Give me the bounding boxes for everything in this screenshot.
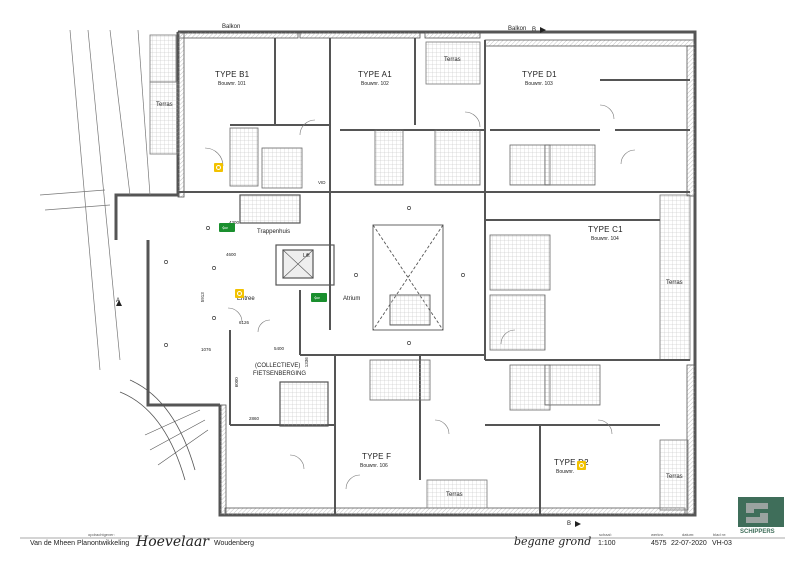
room-bouwnr-d2: Bouwnr. xyxy=(556,469,575,475)
drawing-name: begane grond xyxy=(514,535,592,548)
project-place: Woudenberg xyxy=(214,540,254,547)
dimension-1336: 1336 xyxy=(303,357,309,368)
label-section-b-bottom: B xyxy=(567,521,572,527)
label-vid: VID xyxy=(318,180,326,185)
room-title-f: TYPE F xyxy=(362,452,392,461)
room-bouwnr-f: Bouwnr. 106 xyxy=(360,463,388,469)
marker-icon xyxy=(214,163,223,172)
label-trappenhuis: Trappenhuis xyxy=(257,229,291,235)
project-name: Hoevelaar xyxy=(136,534,209,550)
label-balkon-left: Balkon xyxy=(222,24,241,30)
wall-hatch xyxy=(177,31,696,516)
room-title-a1: TYPE A1 xyxy=(358,70,392,79)
dimension-2860: 2860 xyxy=(249,416,260,421)
blad-nr: VH-03 xyxy=(712,540,732,547)
company-name: SCHIPPERS xyxy=(740,529,775,535)
atrium-void xyxy=(372,224,444,331)
room-bouwnr-c1: Bouwnr. 104 xyxy=(591,236,619,242)
room-title-d2: TYPE D2 xyxy=(554,458,589,467)
dimension-4600: 4600 xyxy=(226,252,237,257)
dimension-6000: 6000 xyxy=(233,377,239,388)
outer-walls xyxy=(114,30,697,517)
opdrachtgever: Van de Mheen Planontwikkeling xyxy=(30,540,130,547)
label-terras-bottom: Terras xyxy=(446,492,463,498)
datum-label: datum: xyxy=(682,532,695,537)
blad-label: blad nr: xyxy=(713,532,727,537)
dimension-4300: 4300 xyxy=(229,220,239,226)
dimension-5913: 5913 xyxy=(199,292,205,303)
label-terras-right-lower: Terras xyxy=(666,474,683,480)
werknr: 4575 xyxy=(651,540,667,547)
dimension-6126: 6126 xyxy=(239,320,250,325)
label-section-b-top: B xyxy=(532,27,537,33)
label-fietsenberging-1: (COLLECTIEVE) xyxy=(255,363,301,369)
marker-icon xyxy=(235,289,244,298)
marker-icon xyxy=(577,461,586,470)
exit-sign-icon: ⇦ xyxy=(219,223,235,232)
schaal-label: schaal: xyxy=(599,532,612,537)
room-title-b1: TYPE B1 xyxy=(215,70,250,79)
werknr-label: werknr. xyxy=(651,532,664,537)
room-title-d1: TYPE D1 xyxy=(522,70,557,79)
logo-shape xyxy=(738,497,784,527)
label-section-a: A xyxy=(116,298,121,304)
dimension-1076: 1076 xyxy=(201,347,212,352)
label-lift: Lift xyxy=(303,253,310,259)
column-markers xyxy=(164,206,465,347)
exit-sign-icon: ⇦ xyxy=(311,293,327,302)
room-bouwnr-a1: Bouwnr. 102 xyxy=(361,81,389,87)
label-fietsenberging-2: FIETSENBERGING xyxy=(253,371,307,377)
core xyxy=(119,194,335,481)
interior-walls xyxy=(178,38,690,515)
room-bouwnr-d1: Bouwnr. 103 xyxy=(525,81,553,87)
label-terras-left: Terras xyxy=(156,102,173,108)
label-terras-right: Terras xyxy=(666,280,683,286)
label-balkon-right: Balkon xyxy=(508,26,527,32)
terraces xyxy=(149,34,691,511)
room-bouwnr-b1: Bouwnr. 101 xyxy=(218,81,246,87)
label-entree: Entree xyxy=(237,296,255,302)
section-arrows xyxy=(116,27,581,527)
room-title-c1: TYPE C1 xyxy=(588,225,623,234)
label-atrium: Atrium xyxy=(343,296,361,302)
datum: 22-07-2020 xyxy=(671,540,707,547)
facade-lines xyxy=(39,29,151,371)
label-terras-top: Terras xyxy=(444,57,461,63)
wet-rooms xyxy=(229,127,601,411)
schaal: 1:100 xyxy=(598,540,616,547)
opdrachtgever-label: opdrachtgever: xyxy=(88,532,115,537)
dimension-5400: 5400 xyxy=(274,346,285,351)
